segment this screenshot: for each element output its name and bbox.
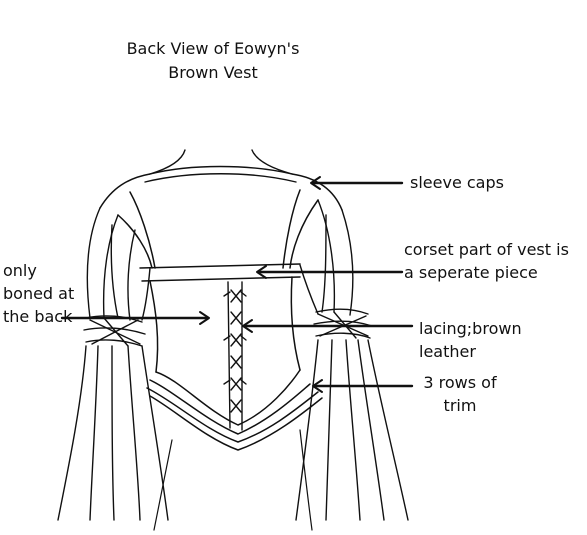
skirt-lines [153, 429, 313, 531]
label-sleeve-caps-text: sleeve caps [410, 173, 504, 192]
label-lacing-line-2: leather [419, 342, 476, 361]
label-trim-line-2: trim [443, 396, 477, 415]
label-lacing: lacing;brown leather [419, 317, 522, 363]
label-sleeve-caps: sleeve caps [410, 171, 504, 194]
center-back-lacing [223, 281, 247, 431]
left-sleeve [57, 207, 169, 521]
label-corset-piece: corset part of vest is a seperate piece [404, 238, 569, 284]
right-sleeve [295, 199, 409, 521]
label-boned-line-2: boned at [3, 284, 75, 303]
label-corset-line-2: a seperate piece [404, 263, 538, 282]
label-lacing-line-1: lacing;brown [419, 319, 522, 338]
label-trim: 3 rows of trim [417, 371, 503, 417]
label-boned-line-1: only [3, 261, 37, 280]
neck-and-collar [144, 149, 297, 183]
corset-top-band [139, 263, 301, 282]
label-boned: only boned at the back [3, 259, 74, 328]
diagram-title: Back View of Eowyn's Brown Vest [118, 37, 308, 85]
label-trim-line-1: 3 rows of [423, 373, 497, 392]
label-boned-line-3: the back [3, 307, 73, 326]
corset-body [146, 276, 323, 451]
callout-arrows [60, 176, 414, 393]
torso-outline [99, 173, 343, 269]
title-line-1: Back View of Eowyn's [126, 39, 300, 58]
label-corset-line-1: corset part of vest is [404, 240, 569, 259]
title-line-2: Brown Vest [168, 63, 258, 82]
